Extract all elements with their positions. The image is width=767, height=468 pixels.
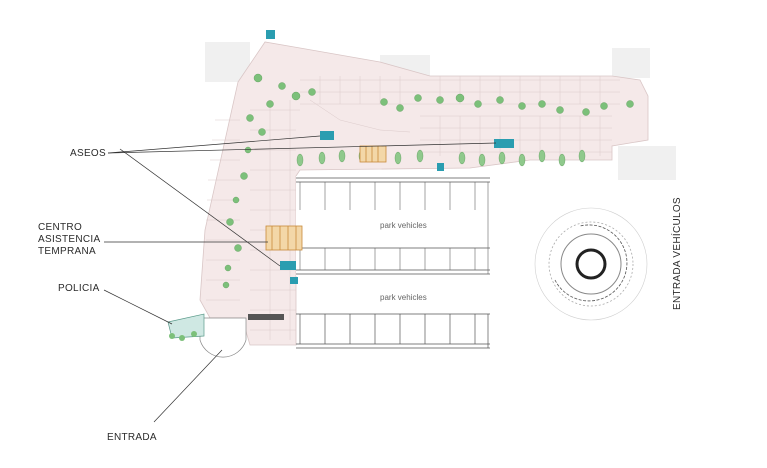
centro-line-1: CENTRO	[38, 222, 83, 233]
police-trees	[169, 331, 197, 341]
aseos-label: ASEOS	[70, 148, 106, 159]
trees	[222, 73, 634, 289]
centro-line-2: ASISTENCIA	[38, 234, 101, 245]
policia-label: POLICIA	[58, 283, 100, 294]
toilet-sign-icon	[280, 131, 514, 284]
building-block	[618, 146, 676, 180]
entrada-vehiculos-label: ENTRADA VEHÍCULOS	[672, 197, 683, 310]
parking-lot-upper	[296, 176, 490, 276]
centro-line-3: TEMPRANA	[38, 246, 96, 257]
centro-asistencia-label: CENTRO ASISTENCIA TEMPRANA	[38, 222, 100, 258]
early-care-center-building	[265, 225, 303, 251]
parking-label-upper: park vehicles	[380, 221, 427, 230]
parking-label-lower: park vehicles	[380, 293, 427, 302]
building-block	[612, 48, 650, 78]
leader-lines	[103, 135, 497, 423]
entrada-label: ENTRADA	[107, 432, 157, 443]
kiosk-building	[359, 145, 387, 163]
info-sign-icon	[248, 30, 284, 320]
parking-grid	[206, 76, 620, 340]
entrance-plaza	[199, 317, 247, 358]
parking-lot-lower	[296, 313, 490, 349]
roundabout	[534, 207, 648, 321]
parking-stalls-upper	[299, 182, 489, 274]
